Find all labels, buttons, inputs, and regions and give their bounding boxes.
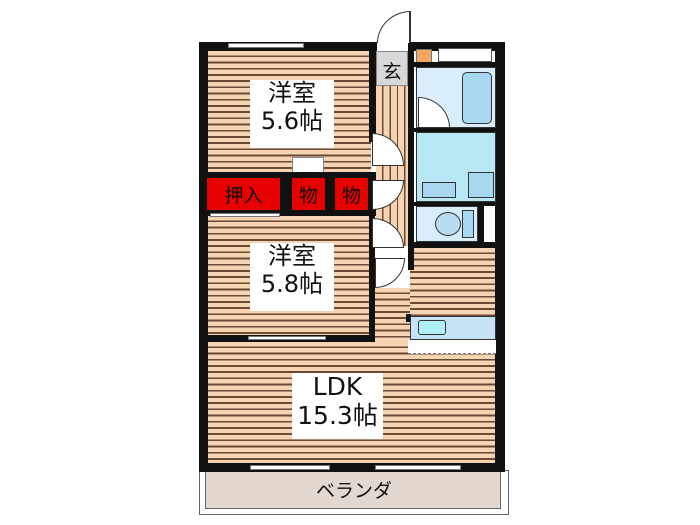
outer-wall-bottom [199,463,505,472]
western-room-1-size: 5.6帖 [260,106,324,135]
shoe-shelf [438,48,492,62]
entrance-door[interactable] [377,11,411,43]
outer-wall-top-right [410,42,504,51]
western-room-1-label: 洋室 5.6帖 [250,79,334,148]
closet-oshiire-label: 押入 [224,184,263,207]
closet-storage-2: 物 [333,176,370,212]
kitchen-sink [418,320,446,335]
closet-oshiire: 押入 [205,176,282,212]
hallway-right-wall [408,42,414,242]
hallway-floor [376,86,410,246]
window-room-1 [228,43,304,48]
ldk-name: LDK [312,372,363,401]
closet-storage-1-label: 物 [298,184,318,207]
bath-wash-wall [414,128,498,132]
balcony: ベランダ [199,470,509,515]
western-room-2-size: 5.8帖 [260,269,324,298]
washing-machine [468,172,494,198]
western-room-2-name: 洋室 [268,242,316,270]
washbasin [422,182,456,198]
entrance: 玄 [376,51,408,86]
balcony-label: ベランダ [315,480,392,502]
ldk-window-right [375,465,461,470]
ldk-floor-corridor [375,288,410,343]
window-room-2-bottom [248,336,326,340]
outer-wall-right [495,42,505,472]
room-2-right-wall [369,216,375,341]
wash-toilet-wall [414,202,498,206]
room-1-right-wall [369,42,376,142]
ldk-door[interactable] [375,258,405,288]
kitchen-wall-stub [406,314,411,322]
toilet [435,212,461,236]
bathtub [462,72,492,124]
outer-wall-left [199,42,208,472]
bath-top-wall [414,62,498,67]
closet-storage-2-label: 物 [341,184,361,207]
closet-storage-1: 物 [290,176,327,212]
ldk-window-left [250,465,330,470]
toilet-bottom-wall [408,242,498,248]
meter-box [416,49,432,63]
ldk-size: 15.3帖 [297,400,378,430]
western-room-1-name: 洋室 [268,79,316,107]
ldk-entry-wall [408,248,414,270]
window-room-2-top [210,213,280,217]
entrance-label: 玄 [382,61,402,83]
toilet-tank [462,210,474,238]
ldk-label: LDK 15.3帖 [292,372,383,439]
kitchen-upper-cabinet [408,340,496,354]
ldk-floor-upper [410,248,495,316]
western-room-2-label: 洋室 5.8帖 [250,242,334,311]
toilet-right-wall [478,202,484,242]
